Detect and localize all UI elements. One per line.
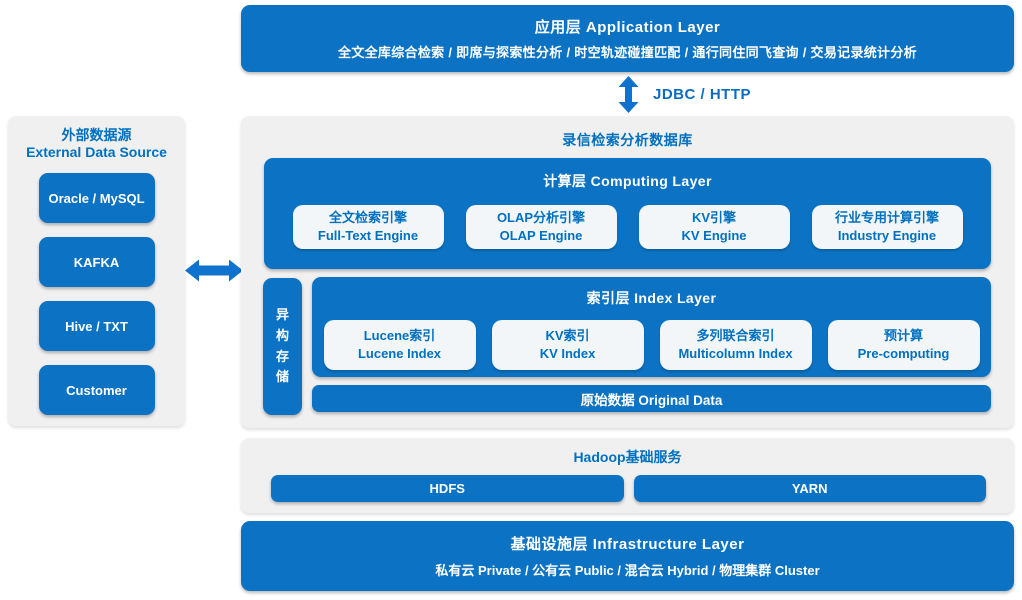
external-data-source-list: Oracle / MySQL KAFKA Hive / TXT Customer <box>8 173 185 416</box>
external-data-source-title-zh: 外部数据源 <box>61 127 132 143</box>
hadoop-title: Hadoop基础服务 <box>573 449 682 465</box>
index-box-precomputing: 预计算 Pre-computing <box>827 320 980 370</box>
hadoop-services-row: HDFS YARN <box>241 475 1014 502</box>
engine-label-zh: 全文检索引擎 <box>328 210 407 226</box>
database-panel: 录信检索分析数据库 计算层 Computing Layer 全文检索引擎 Ful… <box>241 116 1014 428</box>
infrastructure-layer-banner: 基础设施层 Infrastructure Layer 私有云 Private /… <box>241 521 1014 591</box>
index-layer-title: 索引层 Index Layer <box>586 290 717 306</box>
index-row: Lucene索引 Lucene Index KV索引 KV Index 多列联合… <box>312 320 991 370</box>
index-layer-box: 索引层 Index Layer Lucene索引 Lucene Index KV… <box>312 277 991 377</box>
index-box-kv: KV索引 KV Index <box>491 320 644 370</box>
engine-row: 全文检索引擎 Full-Text Engine OLAP分析引擎 OLAP En… <box>264 205 991 249</box>
computing-layer-box: 计算层 Computing Layer 全文检索引擎 Full-Text Eng… <box>264 158 991 269</box>
source-box-kafka: KAFKA <box>38 237 155 288</box>
application-layer-banner: 应用层 Application Layer 全文全库综合检索 / 即席与探索性分… <box>241 5 1014 72</box>
index-box-lucene: Lucene索引 Lucene Index <box>323 320 476 370</box>
engine-box-kv: KV引擎 KV Engine <box>638 205 790 249</box>
index-label-en: KV Index <box>539 346 596 361</box>
external-data-source-title: 外部数据源 External Data Source <box>8 116 185 160</box>
index-label-en: Lucene Index <box>357 346 442 361</box>
engine-label-zh: 行业专用计算引擎 <box>834 210 939 226</box>
database-title: 录信检索分析数据库 <box>562 132 693 148</box>
index-label-en: Pre-computing <box>857 346 950 361</box>
index-label-zh: KV索引 <box>545 328 590 344</box>
vertical-double-arrow-icon <box>617 76 640 113</box>
horizontal-double-arrow-icon <box>185 258 243 288</box>
engine-box-industry: 行业专用计算引擎 Industry Engine <box>811 205 963 249</box>
service-bar-yarn: YARN <box>633 475 986 502</box>
engine-label-en: Full-Text Engine <box>317 228 419 243</box>
heterogeneous-storage-bar: 异 构 存 储 <box>263 278 302 415</box>
engine-label-zh: KV引擎 <box>691 210 737 226</box>
engine-label-zh: OLAP分析引擎 <box>496 210 586 226</box>
engine-box-fulltext: 全文检索引擎 Full-Text Engine <box>292 205 444 249</box>
external-data-source-panel: 外部数据源 External Data Source Oracle / MySQ… <box>8 116 185 426</box>
application-layer-title: 应用层 Application Layer <box>534 19 721 36</box>
service-bar-hdfs: HDFS <box>271 475 624 502</box>
infrastructure-layer-subtitle: 私有云 Private / 公有云 Public / 混合云 Hybrid / … <box>435 563 820 578</box>
source-box-hive-txt: Hive / TXT <box>38 301 155 352</box>
application-layer-subtitle: 全文全库综合检索 / 即席与探索性分析 / 时空轨迹碰撞匹配 / 通行同住同飞查… <box>338 45 917 60</box>
source-box-oracle-mysql: Oracle / MySQL <box>38 173 155 224</box>
original-data-bar: 原始数据 Original Data <box>312 385 991 412</box>
engine-label-en: OLAP Engine <box>499 228 583 243</box>
hadoop-panel: Hadoop基础服务 HDFS YARN <box>241 438 1014 513</box>
computing-layer-title: 计算层 Computing Layer <box>543 173 712 189</box>
engine-label-en: KV Engine <box>681 228 747 243</box>
infrastructure-layer-title: 基础设施层 Infrastructure Layer <box>510 536 745 553</box>
index-box-multicolumn: 多列联合索引 Multicolumn Index <box>659 320 812 370</box>
index-label-en: Multicolumn Index <box>678 346 793 361</box>
engine-box-olap: OLAP分析引擎 OLAP Engine <box>465 205 617 249</box>
external-data-source-title-en: External Data Source <box>26 143 167 160</box>
index-label-zh: 多列联合索引 <box>696 328 775 344</box>
source-box-customer: Customer <box>38 365 155 416</box>
engine-label-en: Industry Engine <box>837 228 937 243</box>
index-label-zh: Lucene索引 <box>363 328 436 344</box>
index-label-zh: 预计算 <box>883 328 923 344</box>
jdbc-connector: JDBC / HTTP <box>617 76 751 113</box>
jdbc-http-label: JDBC / HTTP <box>653 86 752 103</box>
